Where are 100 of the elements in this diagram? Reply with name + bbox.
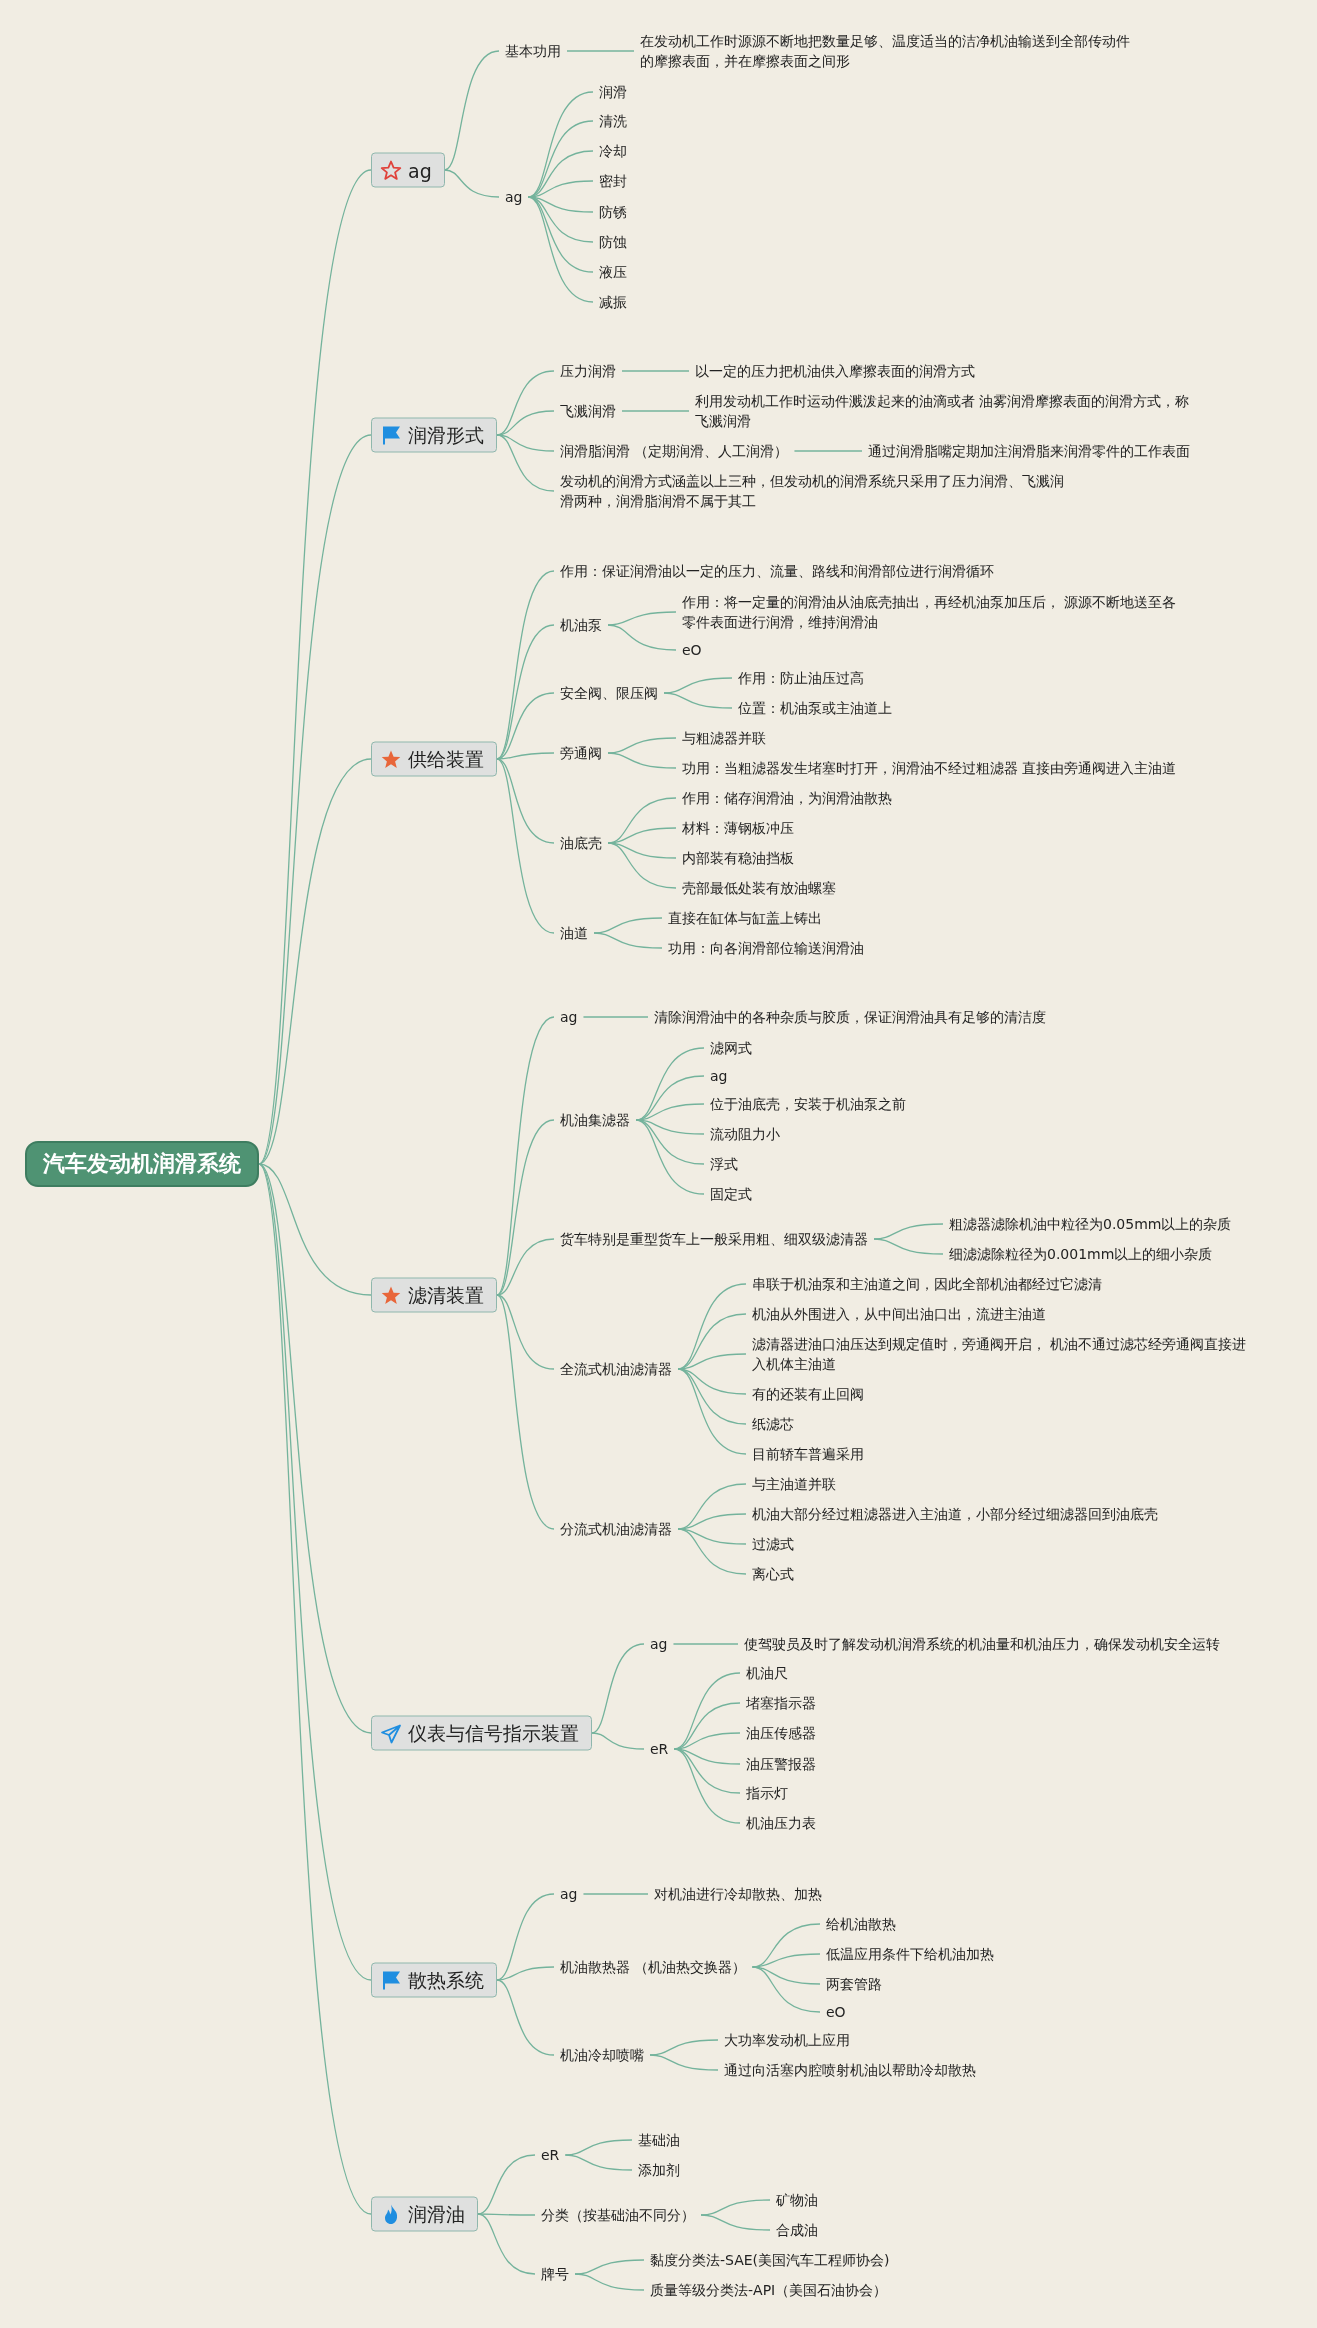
branch-line xyxy=(527,196,594,303)
branch-label: 位于油底壳，安装于机油泵之前 xyxy=(704,1092,912,1116)
topic-box xyxy=(371,741,497,777)
branch-label: 清除润滑油中的各种杂质与胶质，保证润滑油具有足够的清洁度 xyxy=(648,1005,1052,1029)
branch-label: 通过向活塞内腔喷射机油以帮助冷却散热 xyxy=(718,2058,982,2082)
branch-line xyxy=(677,1528,747,1575)
branch-line xyxy=(496,1979,555,2056)
branch-label: eO xyxy=(820,2000,852,2024)
branch-line xyxy=(607,624,677,651)
topic-box xyxy=(371,2196,478,2232)
branch-line xyxy=(496,758,555,934)
branch-label: 机油冷却喷嘴 xyxy=(554,2043,650,2067)
branch-label: 给机油散热 xyxy=(820,1912,902,1936)
branch-line xyxy=(635,1119,705,1165)
branch-line xyxy=(663,677,733,694)
note-text: 作用：将一定量的润滑油从油底壳抽出，再经机油泵加压后， 源源不断地送至各零件表面进行润滑，维持润滑油 xyxy=(676,590,1193,634)
branch-line xyxy=(582,1893,649,1895)
branch-label: 直接在缸体与缸盖上铸出 xyxy=(662,906,828,930)
branch-line xyxy=(700,2199,771,2216)
branch-label: 机油集滤器 xyxy=(554,1108,636,1132)
branch-line xyxy=(663,692,733,709)
branch-label: ag xyxy=(499,185,529,209)
branch-label: 分类（按基础油不同分） xyxy=(535,2203,701,2227)
branch-label: 牌号 xyxy=(535,2262,575,2286)
branch-label: 机油压力表 xyxy=(740,1811,822,1835)
branch-label: 细滤滤除粒径为0.001mm以上的细小杂质 xyxy=(943,1242,1219,1266)
branch-line xyxy=(258,434,372,1165)
branch-label: 浮式 xyxy=(704,1152,744,1176)
branch-line xyxy=(607,842,677,889)
branch-label: 润滑脂润滑 （定期润滑、人工润滑） xyxy=(554,439,795,463)
branch-label: 有的还装有止回阀 xyxy=(746,1382,870,1406)
branch-label: 油道 xyxy=(554,921,594,945)
topic-label: 供给装置 xyxy=(408,746,484,771)
branch-label: ag xyxy=(554,1882,584,1906)
branch-line xyxy=(593,917,663,934)
branch-label: 作用：保证润滑油以一定的压力、流量、路线和润滑部位进行润滑循环 xyxy=(554,559,1000,583)
branch-line xyxy=(873,1223,944,1240)
branch-line xyxy=(496,1016,555,1296)
branch-label: 功用：当粗滤器发生堵塞时打开，润滑油不经过粗滤器 直接由旁通阀进入主油道 xyxy=(676,756,1183,780)
branch-label: 位置：机油泵或主油道上 xyxy=(732,696,898,720)
branch-line xyxy=(591,1732,645,1750)
branch-label: 材料：薄钢板冲压 xyxy=(676,816,800,840)
branch-label: 流动阻力小 xyxy=(704,1122,786,1146)
branch-label: 大功率发动机上应用 xyxy=(718,2028,856,2052)
branch-line xyxy=(673,1748,741,1794)
branch-line xyxy=(496,1119,555,1296)
branch-label: 低温应用条件下给机油加热 xyxy=(820,1942,1000,1966)
note-text: 利用发动机工作时运动件溅泼起来的油滴或者 油雾润滑摩擦表面的润滑方式，称飞溅润滑 xyxy=(689,389,1206,433)
branch-label: 指示灯 xyxy=(740,1781,794,1805)
topic-box xyxy=(371,417,497,453)
branch-line xyxy=(444,169,500,198)
branch-label: 通过润滑脂嘴定期加注润滑脂来润滑零件的工作表面 xyxy=(862,439,1196,463)
branch-line xyxy=(593,932,663,949)
branch-label: 防蚀 xyxy=(593,230,633,254)
branch-label: 纸滤芯 xyxy=(746,1412,800,1436)
branch-label: 机油尺 xyxy=(740,1661,794,1685)
branch-label: 作用：防止油压过高 xyxy=(732,666,870,690)
branch-label: 壳部最低处装有放油螺塞 xyxy=(676,876,842,900)
branch-label: ag xyxy=(554,1005,584,1029)
branch-label: 质量等级分类法-API（美国石油协会） xyxy=(644,2278,894,2302)
branch-label: 全流式机油滤清器 xyxy=(554,1357,678,1381)
branch-label: 离心式 xyxy=(746,1562,800,1586)
branch-label: 堵塞指示器 xyxy=(740,1691,822,1715)
branch-line xyxy=(607,827,677,844)
branch-line xyxy=(258,1163,372,2215)
branch-label: 矿物油 xyxy=(770,2188,824,2212)
branch-label: 使驾驶员及时了解发动机润滑系统的机油量和机油压力，确保发动机安全运转 xyxy=(738,1632,1226,1656)
topic-box xyxy=(371,1277,497,1313)
branch-label: 机油泵 xyxy=(554,613,608,637)
branch-label: 机油从外围进入，从中间出油口出，流进主油道 xyxy=(746,1302,1052,1326)
branch-line xyxy=(527,196,594,243)
branch-line xyxy=(496,1294,555,1530)
branch-line xyxy=(793,450,863,452)
branch-label: 基础油 xyxy=(632,2128,686,2152)
branch-label: 基本功用 xyxy=(499,39,567,63)
branch-line xyxy=(564,2154,633,2171)
branch-label: 冷却 xyxy=(593,139,633,163)
branch-line xyxy=(607,611,677,626)
branch-line xyxy=(873,1238,944,1255)
branch-label: 机油散热器 （机油热交换器） xyxy=(554,1955,753,1979)
branch-line xyxy=(751,1966,821,2013)
branch-label: eR xyxy=(535,2143,566,2167)
branch-label: 机油大部分经过粗滤器进入主油道，小部分经过细滤器回到油底壳 xyxy=(746,1502,1164,1526)
branch-label: 液压 xyxy=(593,260,633,284)
topic-label: 散热系统 xyxy=(408,1967,484,1992)
branch-label: ag xyxy=(704,1064,734,1088)
branch-label: 目前轿车普遍采用 xyxy=(746,1442,870,1466)
topic-label: 润滑形式 xyxy=(408,422,484,447)
root-box: 汽车发动机润滑系统 xyxy=(25,1141,259,1187)
branch-label: 滤网式 xyxy=(704,1036,758,1060)
branch-label: 清洗 xyxy=(593,109,633,133)
branch-line xyxy=(672,1643,739,1645)
branch-line xyxy=(477,2213,536,2275)
branch-label: 分流式机油滤清器 xyxy=(554,1517,678,1541)
branch-line xyxy=(649,2054,719,2071)
branch-line xyxy=(496,1294,555,1370)
branch-line xyxy=(635,1119,705,1135)
branch-line xyxy=(566,50,635,52)
branch-label: 密封 xyxy=(593,169,633,193)
branch-line xyxy=(574,2259,645,2275)
